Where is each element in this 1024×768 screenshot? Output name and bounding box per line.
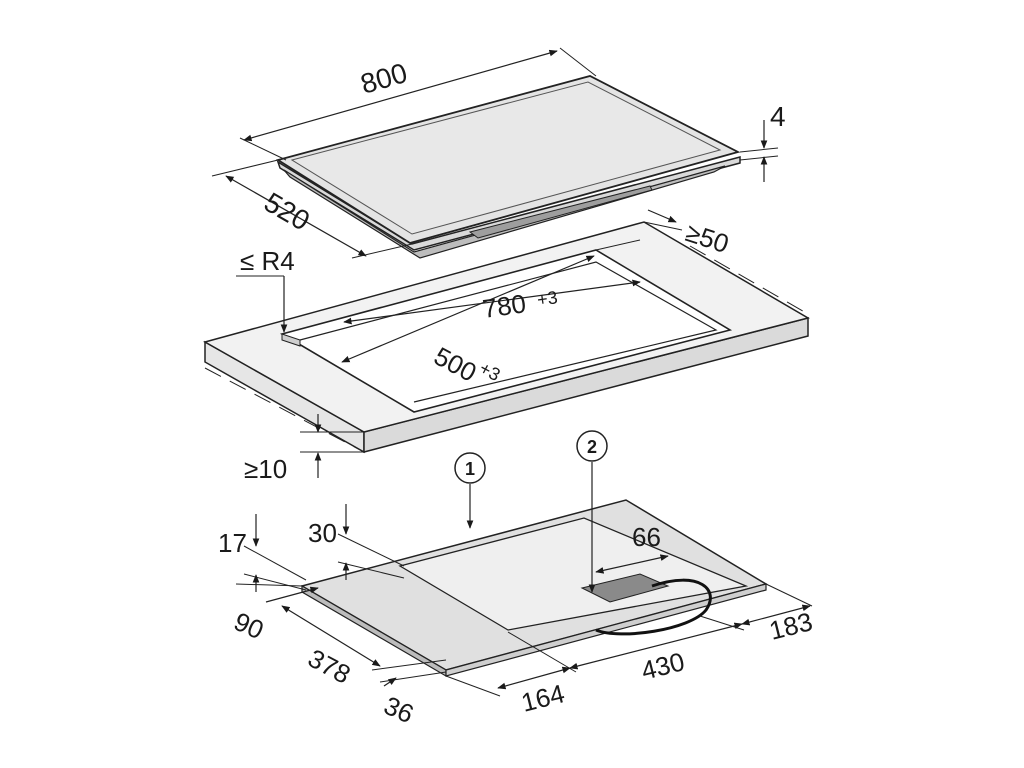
dimension-line-66 <box>595 554 669 574</box>
extension-line <box>559 47 597 77</box>
extension-line <box>351 243 413 259</box>
hob-underside-lip <box>468 185 653 239</box>
dimension-line-90 <box>265 586 319 603</box>
extension-line <box>371 659 447 671</box>
extension-line <box>211 159 279 177</box>
extension-line <box>243 545 307 581</box>
extension-line <box>379 671 447 683</box>
dimension-line-430 <box>569 622 743 670</box>
dimension-label: 183 <box>766 606 815 646</box>
dimension-line-520 <box>225 175 367 257</box>
extension-line <box>239 137 287 161</box>
extension-line <box>739 147 779 153</box>
dimension-label: 36 <box>380 690 419 729</box>
extension-line <box>337 533 405 567</box>
dimension-line-378 <box>281 605 381 667</box>
clearance-extension <box>595 239 641 251</box>
extension-line <box>445 675 501 697</box>
cutout-side-wall <box>281 333 301 347</box>
callout-2: 2 <box>576 430 608 593</box>
dimension-label: 4 <box>770 101 786 132</box>
extension-line <box>739 155 779 161</box>
dimension-tolerance: +3 <box>536 287 559 310</box>
dimension-label: 90 <box>230 606 269 645</box>
clearance-extension <box>643 221 683 231</box>
dimension-line-183 <box>741 604 811 626</box>
hidden-line <box>689 245 809 315</box>
dimension-line-500 <box>341 255 595 363</box>
dimension-arrow <box>383 677 397 687</box>
dimension-label: 164 <box>518 678 567 718</box>
callout-1: 1 <box>454 452 486 529</box>
connection-box <box>580 573 670 603</box>
dimension-label: 800 <box>357 57 410 100</box>
worktop-cutout-view: 780 +3 500 +3 ≤ R4 ≥50 ≥10 <box>203 209 810 484</box>
dimension-line-164 <box>497 666 571 690</box>
extension-line <box>765 583 813 607</box>
dimension-label: ≤ R4 <box>240 246 295 276</box>
extension-line <box>235 583 303 587</box>
dimension-label: 17 <box>218 528 247 558</box>
callout-circle <box>454 452 486 484</box>
dimension-arrow <box>647 209 677 223</box>
callout-number: 1 <box>465 459 475 479</box>
dimension-label: 378 <box>303 643 355 690</box>
extension-line <box>507 631 577 673</box>
dimension-label: 30 <box>308 518 337 548</box>
hidden-line <box>204 367 365 453</box>
underside-body <box>398 517 749 631</box>
callout-number: 2 <box>587 437 597 457</box>
dimension-label: 430 <box>638 646 687 686</box>
dimension-line-800 <box>243 49 558 142</box>
extension-line <box>699 615 745 631</box>
hob-underside-view: 1 2 17 30 66 90 378 36 164 <box>218 430 816 729</box>
dimension-label: ≥10 <box>244 454 287 484</box>
dimension-label: 66 <box>632 522 661 552</box>
extension-line <box>243 573 307 591</box>
dimension-label: 520 <box>259 186 315 236</box>
callout-circle <box>576 430 608 462</box>
